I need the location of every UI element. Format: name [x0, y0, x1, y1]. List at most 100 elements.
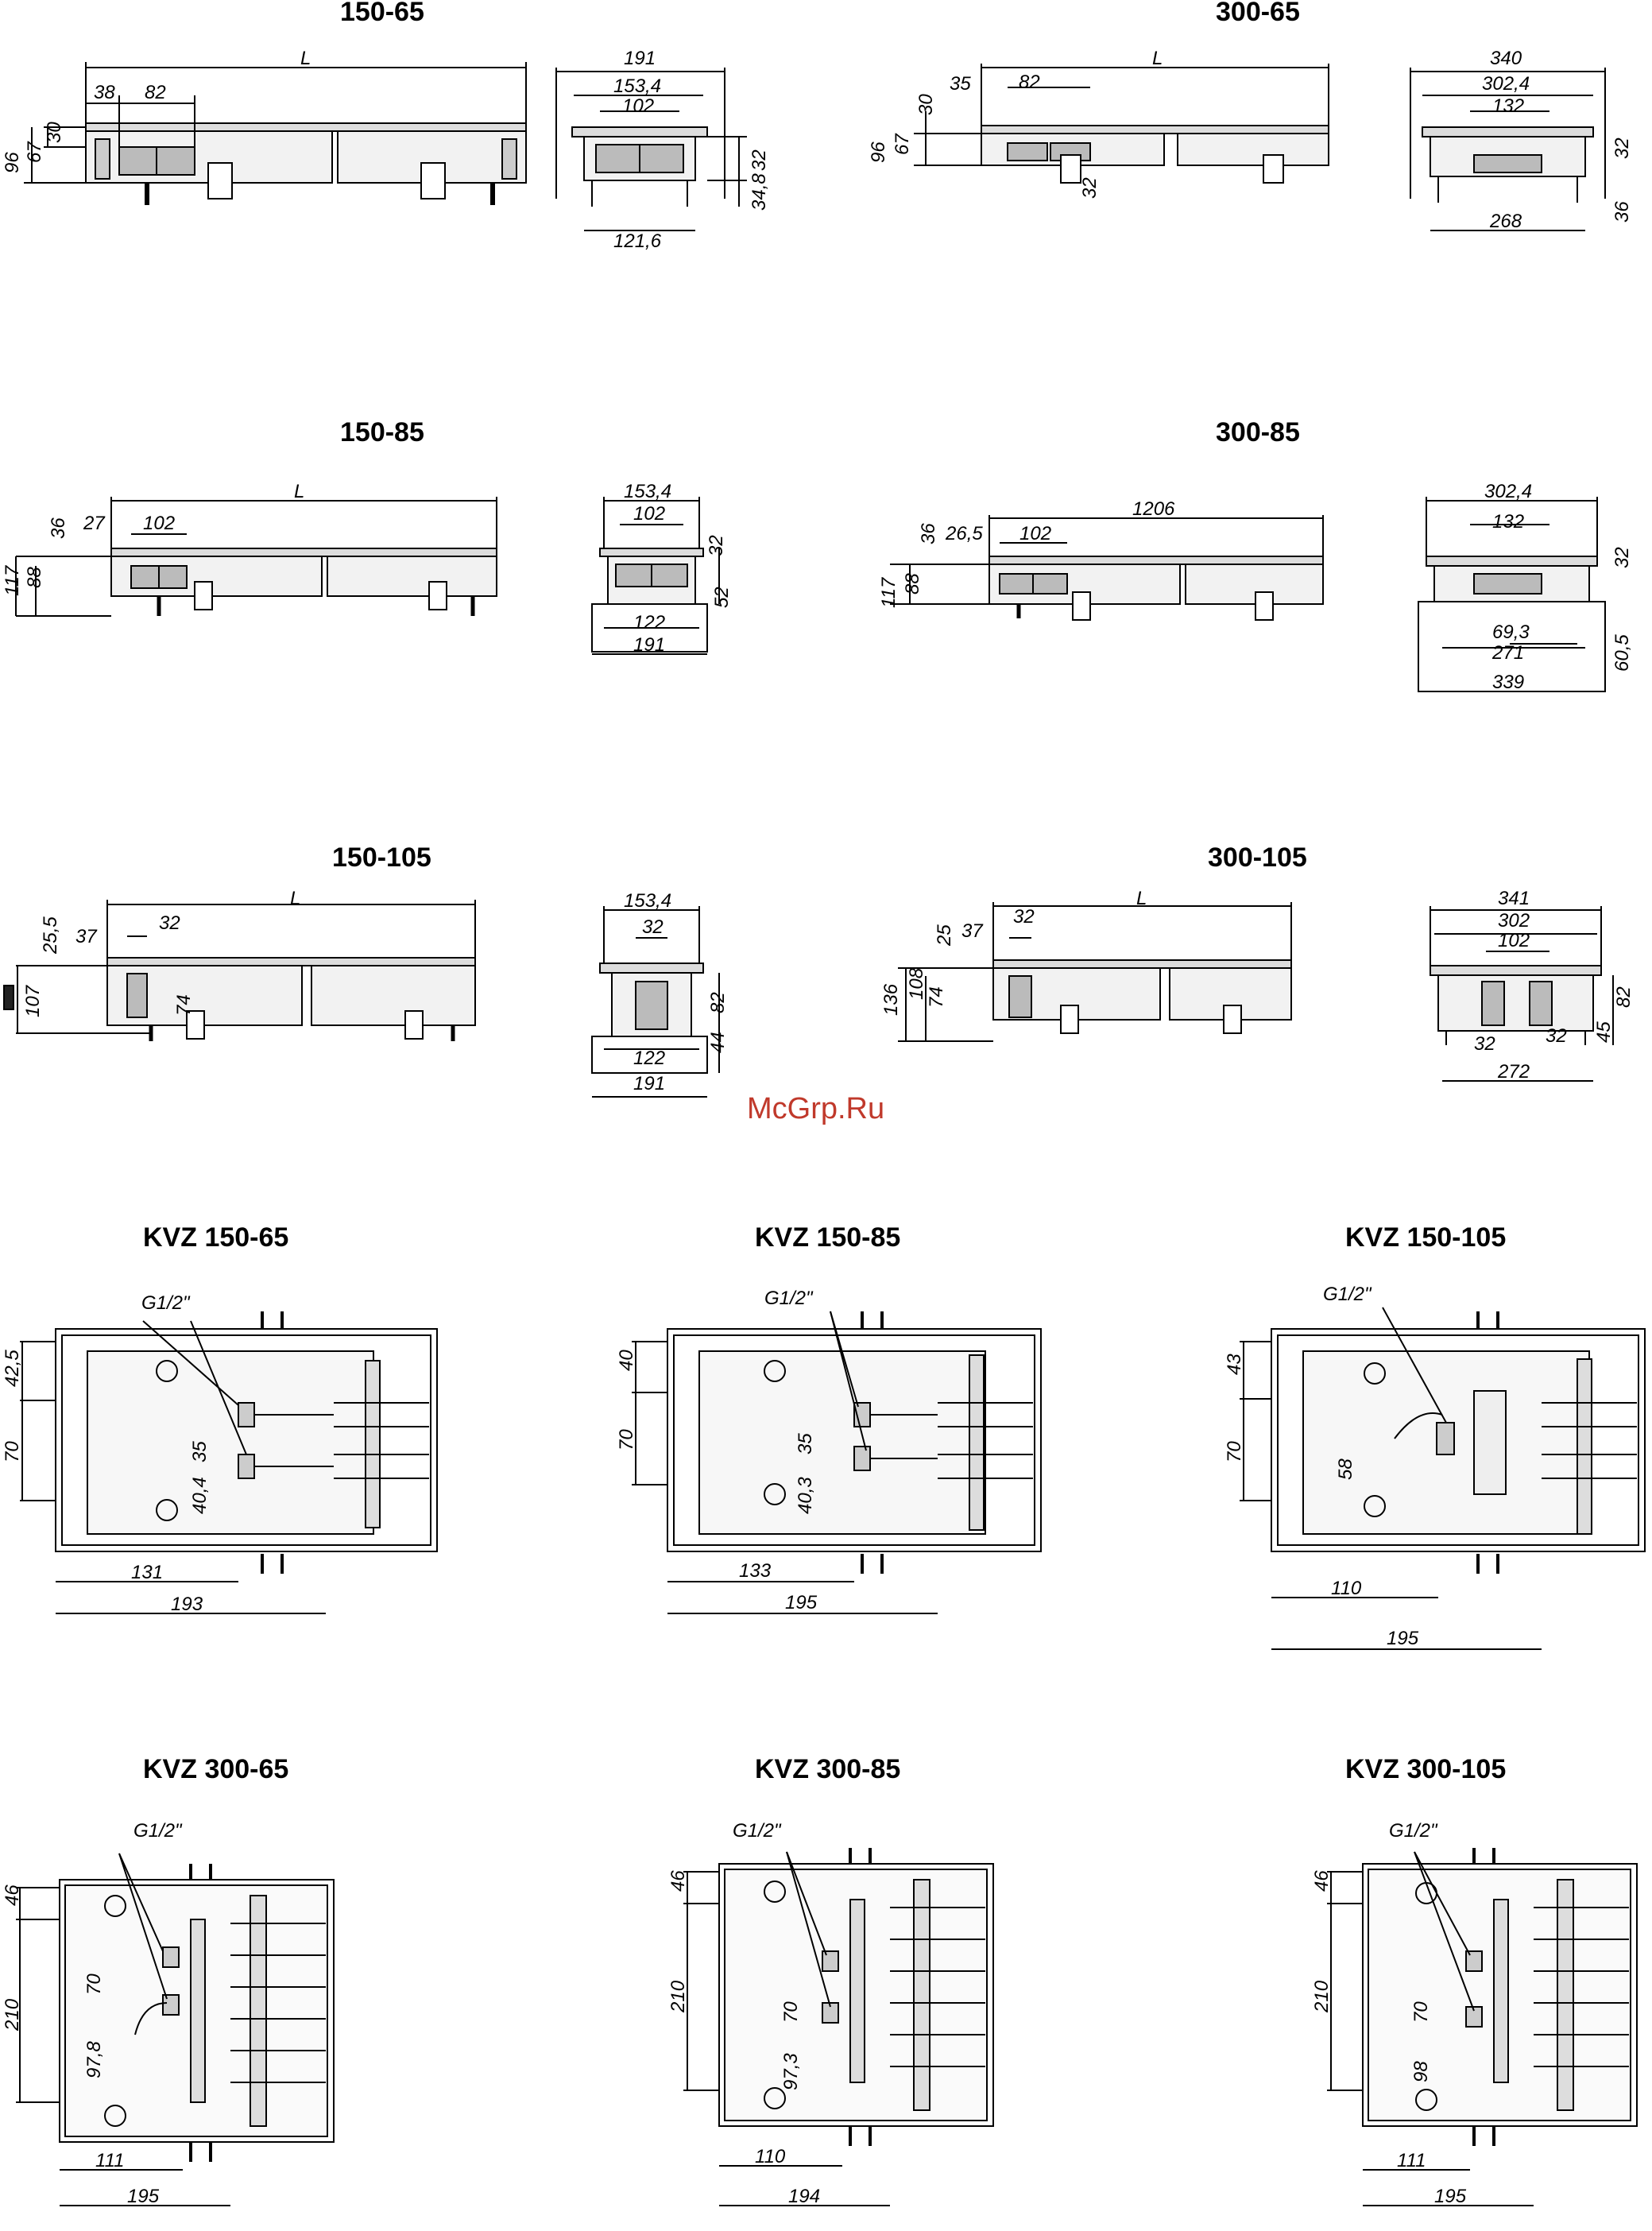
dim-label: 110: [1331, 1578, 1362, 1599]
dim-label: 32: [159, 912, 180, 934]
dim-label: 37: [75, 926, 97, 947]
watermark: McGrp.Ru: [747, 1092, 885, 1125]
dim-label: 191: [624, 48, 656, 69]
dim-label: 302,4: [1482, 73, 1530, 95]
dim-label: 102: [1498, 930, 1530, 951]
dim-label: 52: [711, 587, 733, 608]
dim-label: 341: [1498, 888, 1530, 909]
dim-label: 117: [2, 565, 23, 596]
dim-label: 26,5: [946, 523, 983, 544]
drawing-300-65-section: [1410, 68, 1606, 231]
dim-label: G1/2": [733, 1820, 781, 1842]
dim-label: 107: [22, 985, 44, 1017]
dim-label: 37: [961, 920, 983, 942]
title-300-105: 300-105: [1208, 842, 1307, 873]
dim-label: 195: [1434, 2186, 1467, 2207]
dim-label: L: [294, 481, 305, 502]
dim-label: 67: [24, 141, 45, 163]
dim-label: L: [290, 888, 301, 909]
plan-kvz-150-65: [20, 1311, 438, 1614]
drawing-150-65-side: [24, 62, 527, 205]
dim-label: 70: [1410, 2001, 1432, 2023]
dim-label: 67: [892, 134, 913, 155]
drawing-300-65-side: [914, 64, 1329, 184]
dim-label: 25: [934, 924, 955, 946]
dim-label: 268: [1490, 211, 1522, 232]
dim-label: 210: [2, 1998, 23, 2031]
drawing-300-85-side: [890, 515, 1324, 621]
dim-label: 32: [749, 149, 770, 171]
dim-label: 88: [902, 573, 923, 595]
dim-label: 35: [795, 1433, 816, 1454]
dim-label: 70: [616, 1429, 637, 1451]
dim-label: G1/2": [764, 1288, 813, 1309]
dim-label: 36: [48, 517, 69, 539]
dim-label: 98: [1410, 2061, 1432, 2082]
dim-label: 111: [95, 2150, 125, 2171]
dim-label: 191: [633, 634, 666, 656]
dim-label: 132: [1492, 511, 1525, 533]
title-kvz-150-65: KVZ 150-65: [143, 1222, 289, 1253]
dim-label: 108: [906, 967, 927, 1000]
dim-label: 193: [171, 1594, 203, 1615]
dim-label: 102: [1019, 523, 1052, 544]
dim-label: 43: [1224, 1354, 1245, 1375]
dim-label: 40,4: [189, 1477, 211, 1514]
dim-label: 27: [83, 513, 105, 534]
dim-label: 131: [131, 1562, 164, 1583]
dim-label: G1/2": [141, 1292, 190, 1314]
dim-label: 45: [1593, 1021, 1615, 1043]
dim-label: 136: [880, 983, 902, 1016]
dim-label: 82: [1613, 986, 1635, 1008]
dim-label: L: [1152, 48, 1163, 69]
dim-label: 40,3: [795, 1477, 816, 1514]
dim-label: 97,8: [83, 2041, 105, 2078]
dim-label: 132: [1492, 95, 1525, 117]
dim-label: 36: [918, 523, 939, 544]
dim-label: 210: [667, 1980, 689, 2012]
dim-label: 38: [94, 82, 115, 103]
dim-label: 70: [83, 1973, 105, 1995]
dim-label: G1/2": [1323, 1284, 1372, 1305]
dim-label: 32: [1013, 906, 1035, 928]
dim-label: 97,3: [780, 2053, 802, 2090]
dim-label: 339: [1492, 672, 1525, 693]
dim-label: 70: [780, 2001, 802, 2023]
dim-label: 34,8: [749, 173, 770, 211]
dim-label: 82: [707, 992, 729, 1013]
dim-label: 153,4: [613, 76, 662, 97]
title-300-85: 300-85: [1216, 417, 1300, 447]
dim-label: 195: [785, 1592, 818, 1613]
dim-label: 110: [755, 2146, 786, 2167]
dim-label: 46: [1311, 1870, 1333, 1892]
dim-label: 271: [1492, 642, 1525, 664]
dim-label: 32: [706, 535, 727, 556]
dim-label: 82: [1019, 72, 1040, 93]
dim-label: 40: [616, 1350, 637, 1371]
dim-label: 35: [950, 73, 971, 95]
dim-label: 30: [44, 122, 65, 143]
dim-label: 121,6: [613, 230, 662, 252]
drawing-150-105-side: [3, 900, 476, 1041]
dim-label: G1/2": [1389, 1820, 1437, 1842]
title-150-85: 150-85: [340, 417, 424, 447]
dim-label: 58: [1335, 1458, 1356, 1480]
dim-label: 302: [1498, 910, 1530, 932]
dim-label: G1/2": [133, 1820, 182, 1842]
dim-label: 96: [868, 141, 889, 163]
dim-label: 1206: [1132, 498, 1175, 520]
dim-label: 102: [143, 513, 176, 534]
dim-label: 195: [127, 2186, 160, 2207]
dim-label: 30: [915, 94, 937, 115]
title-kvz-150-105: KVZ 150-105: [1345, 1222, 1507, 1253]
drawing-300-105-side: [898, 902, 1292, 1042]
dim-label: 111: [1397, 2150, 1426, 2171]
dim-label: 117: [878, 577, 900, 608]
plan-kvz-300-65: [16, 1853, 335, 2206]
drawing-300-105-section: [1430, 906, 1614, 1082]
plan-kvz-150-105: [1240, 1307, 1646, 1650]
dim-label: 194: [788, 2186, 821, 2207]
plan-kvz-300-105: [1327, 1848, 1638, 2206]
dim-label: 88: [24, 567, 45, 588]
